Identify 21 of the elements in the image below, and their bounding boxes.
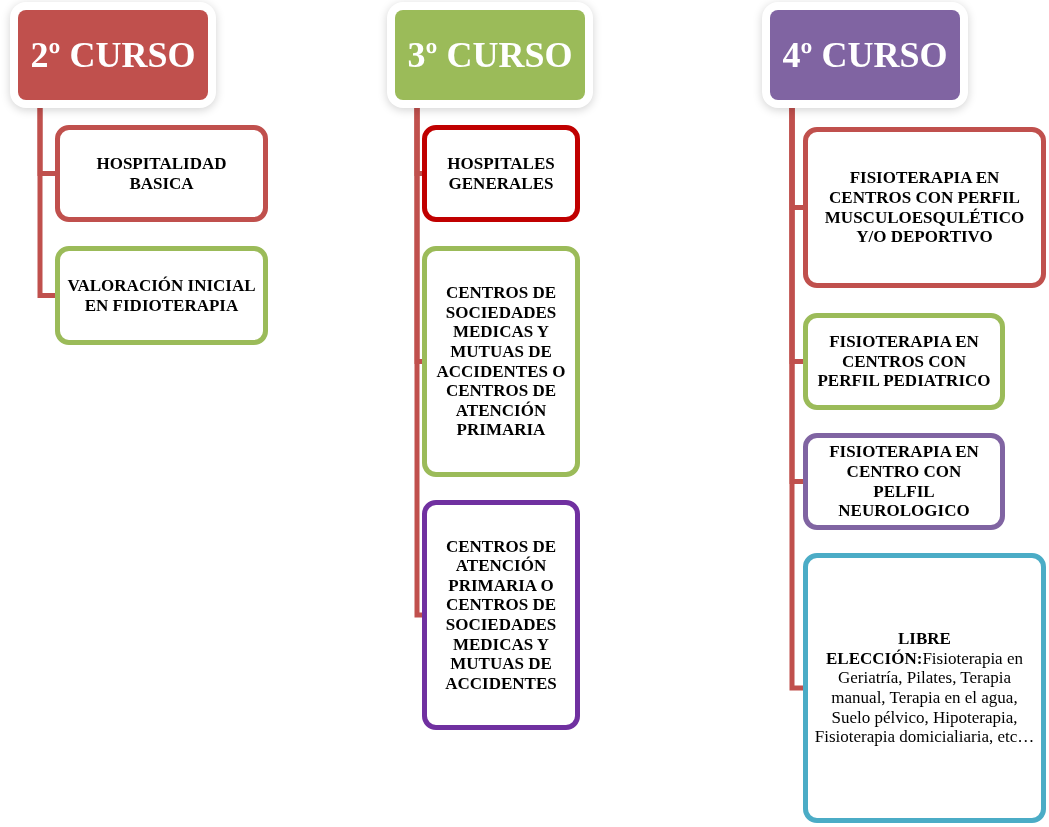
item-box [55, 246, 268, 345]
item-text: LIBRE ELECCIÓN:Fisioterapia en Geriatría, Pilates, Terapia manual, Terapia en el agua, Suelo pélvico, Hipoterapia, Fisioterapia domicialiaria, etc… [814, 629, 1035, 747]
item-text: VALORACIÓN INICIAL EN FIDIOTERAPIA [66, 275, 257, 316]
item-text: FISIOTERAPIA EN CENTROS CON PERFIL PEDIATRICO [816, 332, 992, 391]
item-text: CENTROS DE ATENCIÓN PRIMARIA O CENTROS DE SOCIEDADES MEDICAS Y MUTUAS DE ACCIDENTES [444, 536, 558, 694]
item-box [55, 125, 268, 222]
item-text: FISIOTERAPIA EN CENTROS CON PERFIL MUSCULOESQULÉTICO Y/O DEPORTIVO [823, 168, 1026, 247]
item-box [803, 127, 1046, 288]
header-text: 3º CURSO [407, 34, 573, 76]
item-box [803, 553, 1046, 823]
item-box [422, 500, 580, 730]
header-text: 4º CURSO [782, 34, 948, 76]
item-box [803, 313, 1005, 410]
item-box [803, 433, 1005, 530]
item-text: FISIOTERAPIA EN CENTRO CON PELFIL NEUROLOGICO [828, 442, 980, 521]
item-box [422, 125, 580, 222]
item-text: HOSPITALIDAD BASICA [95, 153, 228, 194]
item-text: CENTROS DE SOCIEDADES MEDICAS Y MUTUAS DE ACCIDENTES O CENTROS DE ATENCIÓN PRIMARIA [435, 283, 567, 440]
item-text: HOSPITALES GENERALES [446, 153, 556, 194]
item-box [422, 246, 580, 477]
header-text: 2º CURSO [30, 34, 196, 76]
